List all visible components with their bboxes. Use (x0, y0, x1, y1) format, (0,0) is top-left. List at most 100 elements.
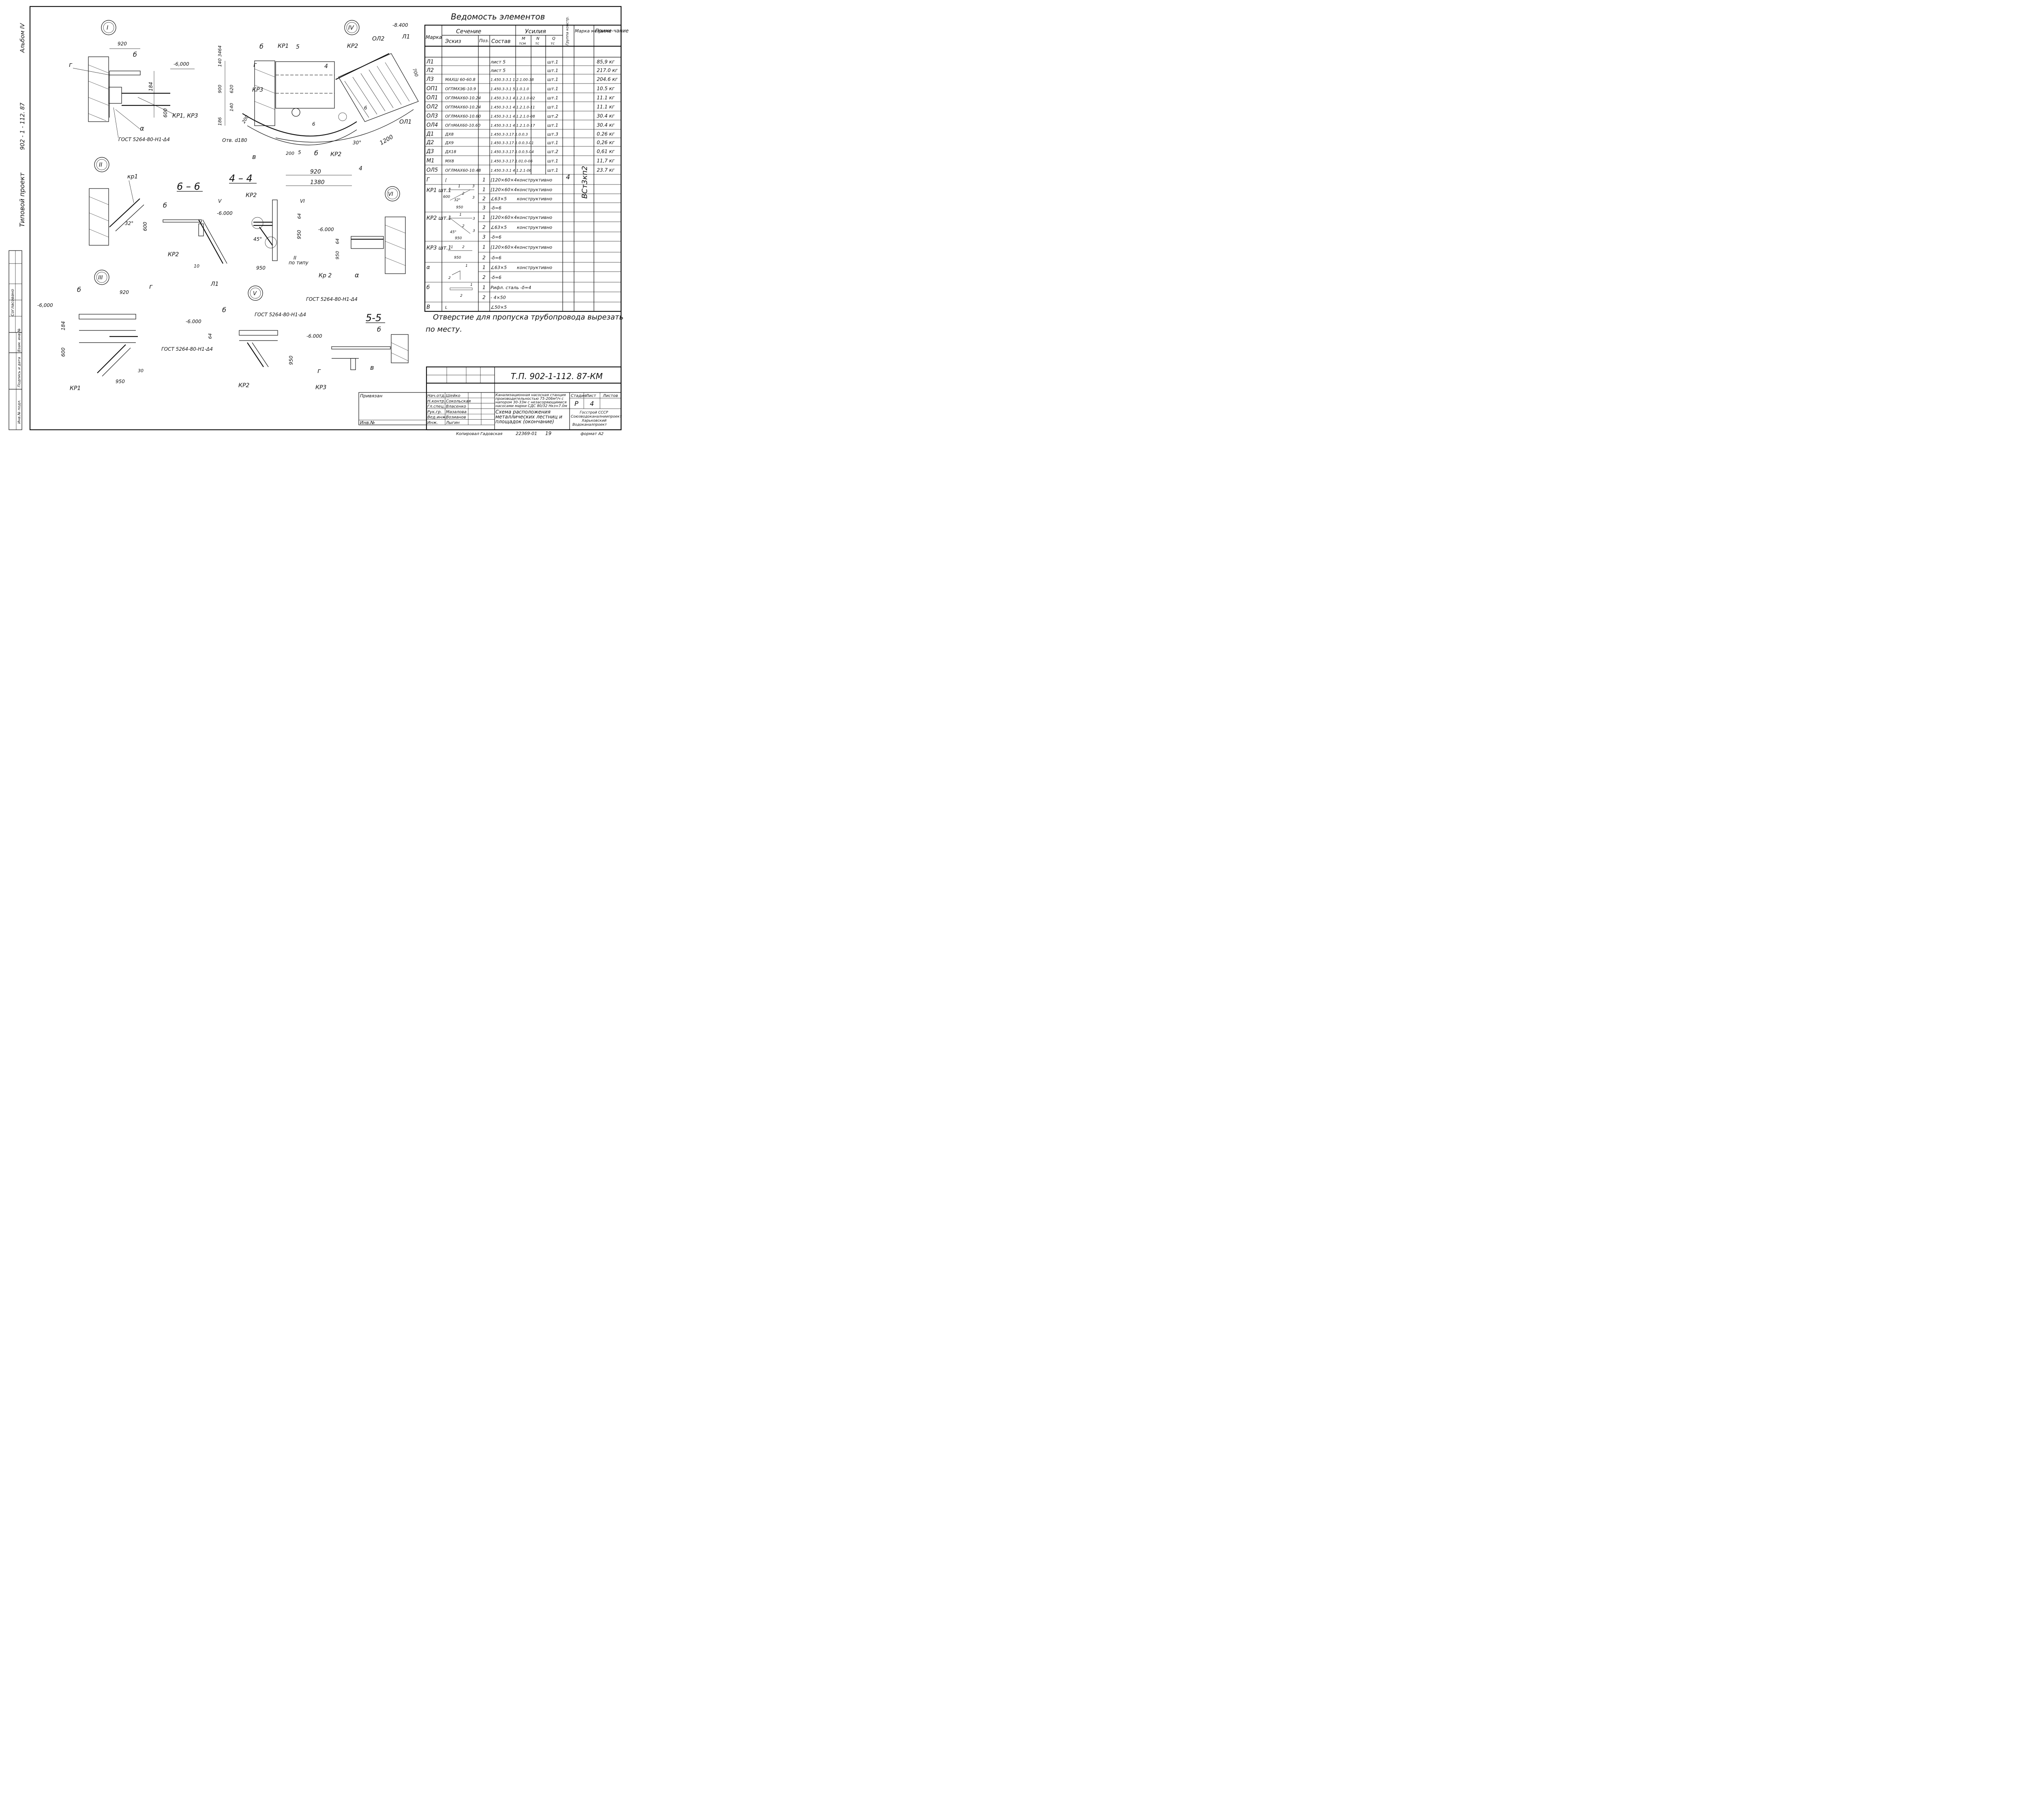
v4-6b-label: 6 (312, 121, 315, 127)
view-5: V б ГОСТ 5264-80-Н1-Δ4 -6.000 64 950 КР2 (186, 285, 306, 389)
td-mark: ОЛ1 (426, 95, 438, 101)
view-3: III б 920 г -6,000 184 600 ГОСТ 5264-80-… (37, 270, 213, 392)
view-4: IV 3464 140 900 620 140 186 200 б г (217, 20, 419, 186)
td-pos: 2 (482, 225, 486, 230)
sk-kr1-2: 2 (462, 192, 465, 196)
v4-dim-900: 900 (217, 85, 223, 93)
td-sketch: ОГпМАХ60-10.60 (445, 124, 480, 128)
sk-kr3-950: 950 (454, 256, 461, 260)
td-mark: КР2 шт.1 (426, 215, 451, 221)
td-comp: 1.450.3-3.1 4.1.2.1.0-17 (491, 124, 535, 128)
stamp-person-row: Н.контр.Сокольская (426, 397, 495, 403)
v3-b-label: б (77, 286, 81, 294)
stamp-code: Т.П. 902-1-112. 87-КМ (511, 371, 603, 381)
v55-g-label: г (317, 367, 321, 375)
td-mark: Д2 (426, 140, 434, 146)
v4-5-label: 5 (296, 44, 300, 50)
side-replace: Взам. инв.№ (17, 328, 21, 352)
td-note: 30.4 кг (597, 113, 615, 119)
v1-dim-920: 920 (118, 41, 127, 47)
td-comp: 1.450.3-3.1 5.1.0.1.0 (491, 88, 529, 92)
stamp-person-row: Нач.отд.Шейко (426, 392, 495, 398)
v44-kr2-label: КР2 (246, 192, 257, 199)
sk-kr2-3b: 3 (473, 229, 475, 233)
v4-5b-label: 5 (298, 150, 301, 155)
v44-angle-45: 45° (253, 236, 262, 242)
view-4-marker: IV (348, 25, 354, 31)
td-qty: шт.1 (547, 123, 558, 128)
td-pos: 1 (482, 265, 486, 270)
section-6-6: 6 – 6 б КР2 10 Л1 (163, 181, 227, 287)
sk-kr2-950: 950 (455, 236, 462, 240)
v44-dim-950b: 950 (256, 265, 266, 271)
v4-ladder (335, 53, 419, 122)
stamp-role: Инж. (427, 421, 438, 425)
v4-elev: -8.400 (392, 22, 408, 28)
v44-typ-label: по типу (289, 260, 309, 266)
stamp-people: Нач.отд.ШейкоН.контр.СокольскаяГл.спец.В… (426, 392, 495, 425)
view-1-marker: I (107, 25, 108, 31)
side-inv-orig: Инв.№ подл. (17, 400, 21, 424)
stamp-name: Лыгин (446, 421, 460, 425)
td-comp: 1.450.3-3.1 4.1.2.1.0-08 (491, 115, 535, 119)
th-metal: Марка металла (575, 28, 611, 34)
td-sketch: ДХ18 (445, 150, 456, 154)
td-comp: -δ=6 (491, 255, 501, 261)
td-qty: шт.1 (547, 105, 558, 110)
stamp-copy: Копировал (456, 432, 480, 436)
drawing-note: Отверстие для пропуска трубопровода выре… (426, 313, 624, 334)
v55-b-label: б (377, 326, 381, 333)
td-comp: ∠63×5 (491, 265, 507, 270)
v4-dim-1200: 1200 (379, 134, 394, 147)
th-group: Группа констр. (566, 16, 570, 45)
v3-g-label: г (149, 283, 153, 290)
td-qty: конструктивно (517, 225, 552, 230)
td-comp: -δ=6 (491, 206, 501, 211)
td-qty: конструктивно (517, 245, 552, 250)
td-qty: шт.1 (547, 95, 558, 101)
td-qty: конструктивно (517, 196, 552, 202)
td-mark: Д1 (426, 131, 434, 137)
view-6: VI -6.000 64 950 Кр 2 α ГОСТ 5264-80-Н1-… (306, 186, 406, 302)
view-5-marker: V (253, 291, 257, 297)
v4-dim-186: 186 (217, 117, 223, 126)
v5-dim-64: 64 (208, 333, 213, 339)
td-qty: конструктивно (517, 187, 552, 193)
td-sketch: ОГЛМАХ60-10.48 (445, 169, 481, 173)
td-mark: ОЛ4 (426, 122, 438, 129)
v6-elev: -6.000 (318, 227, 334, 232)
td-sketch: ОГПМАХ60-10.24 (445, 105, 481, 110)
v55-kr3-label: КР3 (315, 384, 326, 391)
th-q-unit: тс (551, 42, 555, 46)
stamp-person-row: Вед.инж.Возианов (426, 414, 495, 420)
td-group-value: 4 (566, 173, 570, 181)
v4-kr3-label: КР3 (252, 87, 263, 93)
td-comp: ∠63×5 (491, 225, 507, 230)
side-code: 902 - 1 - 112. 87 (19, 103, 26, 150)
td-mark: ОП1 (426, 86, 438, 92)
td-pos: 2 (482, 274, 486, 280)
td-sketch: МХ8 (445, 159, 454, 164)
td-note: 23.7 кг (597, 167, 615, 173)
v4-dim-700: 700 (411, 68, 419, 77)
stamp-title: Схема расположения металлических лестниц… (495, 409, 564, 424)
td-mark: М1 (426, 158, 435, 164)
sk-b-1: 1 (470, 283, 473, 287)
v66-b-label: б (163, 202, 167, 209)
td-mark: Г (426, 177, 430, 183)
v4-6-label: 6 (364, 105, 367, 111)
stamp-format: формат А2 (581, 432, 604, 436)
section-5-5-title: 5-5 (366, 312, 381, 324)
v4-b-label: б (259, 43, 264, 50)
stamp-stage: Р (574, 400, 579, 407)
td-comp: 1.450.3-3.17.1.0.0.3 (491, 133, 528, 137)
v4-g-label: г (253, 61, 257, 69)
td-pos: 1 (482, 285, 486, 290)
td-qty: шт.2 (547, 149, 558, 154)
stamp-name: Сокольская (446, 399, 471, 403)
th-sketch: Эскиз (445, 39, 461, 45)
